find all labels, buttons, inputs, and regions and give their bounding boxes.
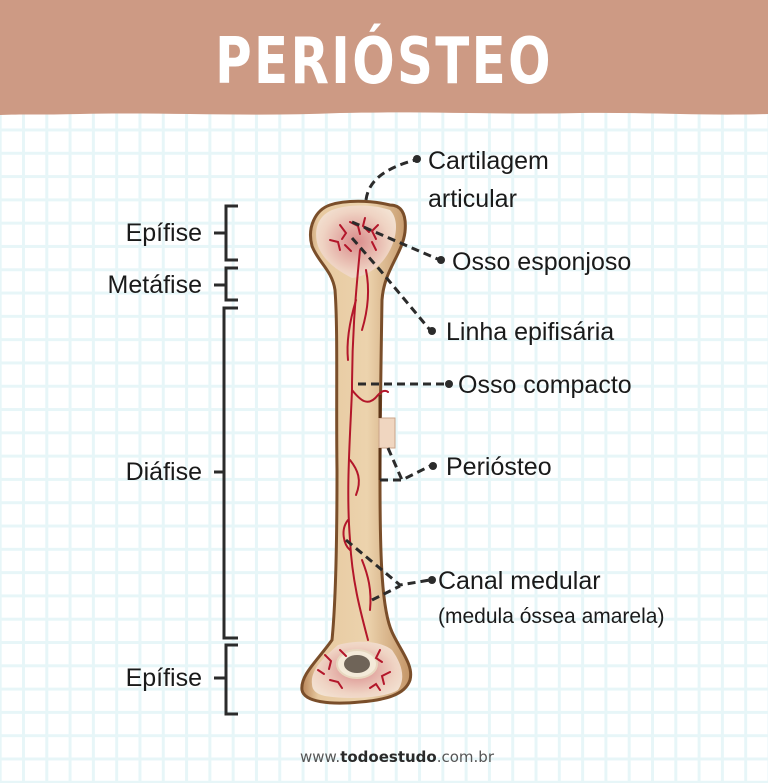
region-brackets bbox=[214, 204, 238, 716]
label-osso-esponjoso: Osso esponjoso bbox=[452, 248, 632, 276]
label-epifise-distal: Epífise bbox=[125, 664, 202, 692]
label-metafise: Metáfise bbox=[107, 271, 202, 299]
label-linha-epifisaria: Linha epifisária bbox=[446, 318, 615, 346]
leader-lines bbox=[345, 158, 447, 602]
label-epifise-proximal: Epífise bbox=[125, 219, 202, 247]
label-articular: articular bbox=[428, 185, 517, 213]
label-medula-ossea: (medula óssea amarela) bbox=[438, 605, 665, 628]
label-canal-medular: Canal medular bbox=[438, 567, 601, 595]
footer-brand: todoestudo bbox=[340, 748, 437, 766]
bone-shape bbox=[300, 199, 413, 705]
header-banner: PERIÓSTEO bbox=[0, 0, 768, 120]
footer-prefix: www. bbox=[300, 748, 341, 766]
label-diafise: Diáfise bbox=[125, 458, 202, 486]
page-title: PERIÓSTEO bbox=[215, 25, 553, 99]
label-periosteo: Periósteo bbox=[446, 453, 552, 481]
label-cartilagem: Cartilagem bbox=[428, 147, 549, 175]
leader-dots bbox=[413, 155, 453, 584]
footer-url[interactable]: www.todoestudo.com.br bbox=[300, 748, 494, 766]
footer-suffix: .com.br bbox=[436, 748, 494, 766]
header-shape bbox=[0, 0, 768, 115]
label-osso-compacto: Osso compacto bbox=[458, 371, 632, 399]
